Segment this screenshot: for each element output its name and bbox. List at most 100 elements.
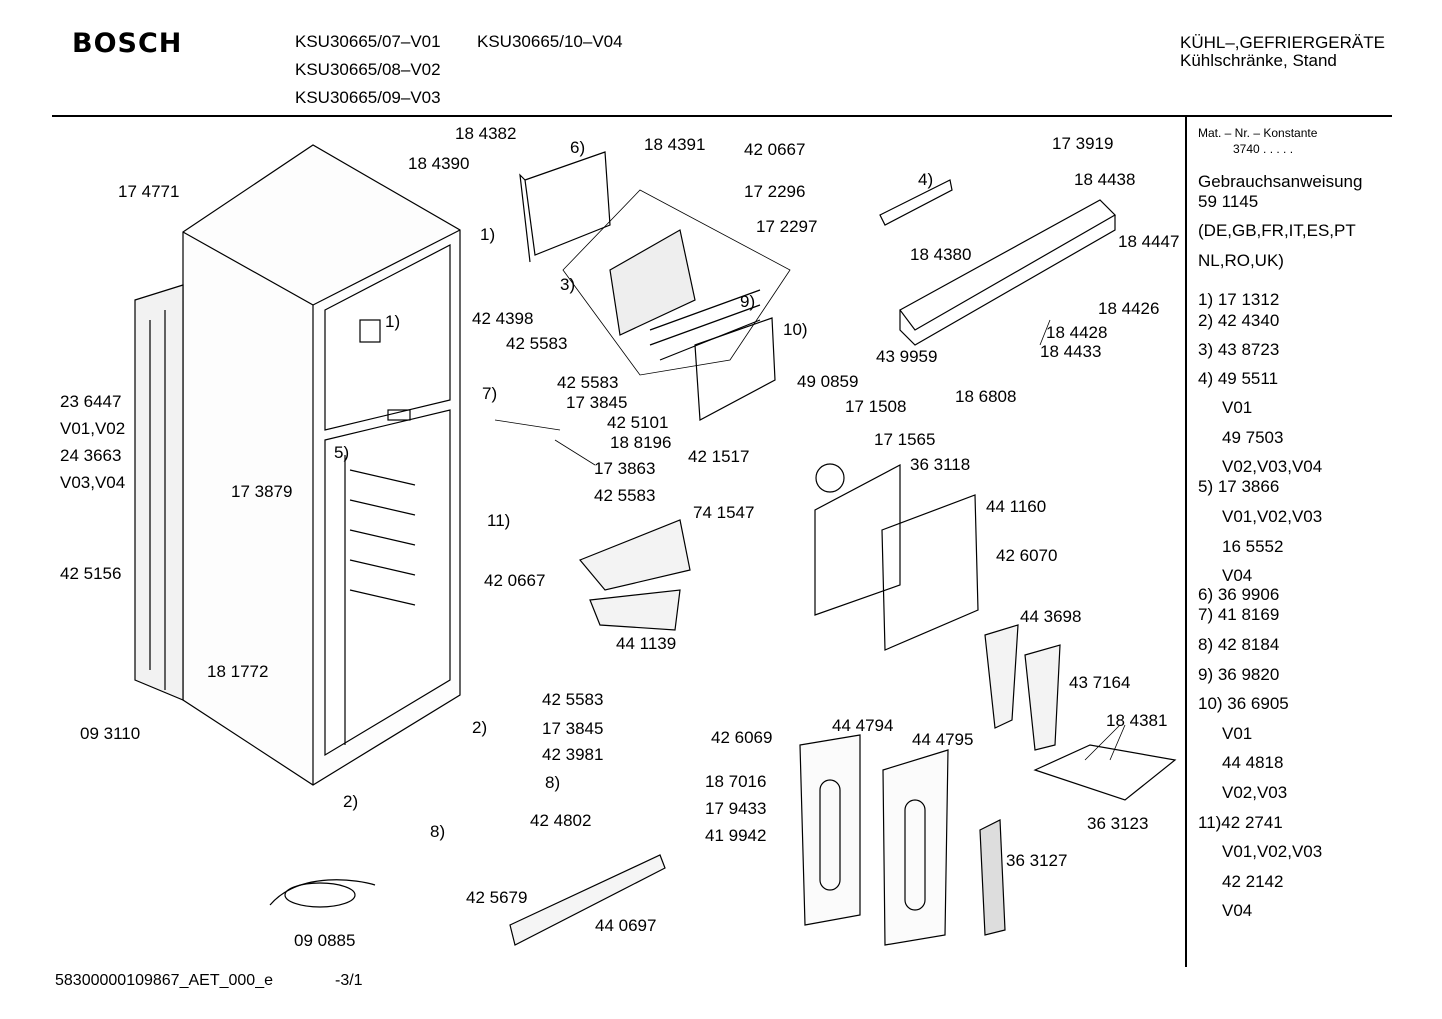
part-label: 42 4802	[530, 811, 592, 830]
sidebar-line: Gebrauchsanweisung	[1198, 172, 1363, 191]
crisper-support-drawing	[589, 589, 681, 631]
sidebar-line: 1) 17 1312	[1198, 290, 1280, 309]
sidebar-line: V04	[1222, 566, 1253, 585]
fan-cover-plate-drawing	[814, 464, 901, 616]
sidebar-line: 59 1145	[1198, 192, 1259, 211]
part-label: 2)	[472, 718, 488, 737]
part-label: 42 1517	[688, 447, 750, 466]
sidebar-line: V02,V03,V04	[1222, 457, 1323, 476]
door-bin-drawing	[984, 624, 1019, 729]
part-label: 17 9433	[705, 799, 767, 818]
part-label: 42 4398	[472, 309, 534, 328]
sidebar-divider	[1185, 117, 1187, 967]
part-label: 11)	[487, 511, 511, 530]
sidebar-line: V01,V02,V03	[1222, 507, 1323, 526]
part-label: 4)	[918, 170, 934, 189]
part-label: 49 0859	[797, 372, 859, 391]
part-label: 42 3981	[542, 745, 604, 764]
part-label: 17 2296	[744, 182, 806, 201]
header-divider	[52, 115, 1392, 117]
sidebar-line: NL,RO,UK)	[1198, 251, 1284, 270]
part-label: 44 4794	[832, 716, 894, 735]
sidebar-line: V01,V02,V03	[1222, 842, 1323, 861]
page-number: -3/1	[335, 972, 363, 989]
sidebar-line: 7) 41 8169	[1198, 605, 1280, 624]
sidebar-line: 8) 42 8184	[1198, 635, 1280, 654]
part-label: 1)	[385, 312, 401, 331]
part-label: 18 4381	[1106, 711, 1168, 730]
part-label: 42 5679	[466, 888, 528, 907]
sidebar-line: 5) 17 3866	[1198, 477, 1280, 496]
part-label: 18 7016	[705, 772, 767, 791]
sidebar-line: (DE,GB,FR,IT,ES,PT	[1198, 221, 1356, 240]
sidebar-line: 6) 36 9906	[1198, 585, 1280, 604]
model-number: KSU30665/08–V02	[295, 60, 441, 79]
door-liner-drawing	[882, 749, 949, 946]
sidebar-line: 49 7503	[1222, 428, 1284, 447]
sidebar-line: 10) 36 6905	[1198, 694, 1289, 713]
part-label: 18 6808	[955, 387, 1017, 406]
part-label: 17 3845	[566, 393, 628, 412]
part-label: 74 1547	[693, 503, 755, 522]
part-label: V01,V02	[60, 419, 126, 438]
evaporator-frame-drawing	[519, 151, 611, 263]
sidebar-line: V01	[1222, 724, 1253, 743]
crisper-bracket-drawing	[579, 519, 691, 591]
sidebar-line: 9) 36 9820	[1198, 665, 1280, 684]
part-label: 42 5583	[506, 334, 568, 353]
part-label: 17 1508	[845, 397, 907, 416]
part-label: 36 3123	[1087, 814, 1149, 833]
part-label: 42 5583	[557, 373, 619, 392]
air-duct-plate-drawing	[881, 494, 979, 651]
door-bin-drawing	[1024, 644, 1061, 751]
part-label: 17 3845	[542, 719, 604, 738]
part-label: 24 3663	[60, 446, 122, 465]
part-label: 18 4438	[1074, 170, 1136, 189]
part-label: 44 4795	[912, 730, 974, 749]
model-number: KSU30665/07–V01	[295, 32, 441, 51]
part-label: V03,V04	[60, 473, 126, 492]
category-subtitle: Kühlschränke, Stand	[1180, 51, 1337, 70]
part-label: 8)	[545, 773, 561, 792]
part-label: 18 4447	[1118, 232, 1180, 251]
model-number: KSU30665/09–V03	[295, 88, 441, 107]
part-label: 44 1160	[986, 497, 1047, 516]
part-label: 42 0667	[744, 140, 806, 159]
part-label: 36 3118	[910, 455, 971, 474]
const-value: 3740 . . . . .	[1233, 142, 1294, 156]
part-label: 43 7164	[1069, 673, 1131, 692]
part-label: 44 1139	[616, 634, 677, 653]
part-label: 18 4433	[1040, 342, 1102, 361]
part-label: 3)	[560, 275, 576, 294]
part-label: 36 3127	[1006, 851, 1068, 870]
part-label: 44 3698	[1020, 607, 1082, 626]
part-label: 6)	[570, 138, 586, 157]
part-label: 9)	[740, 292, 756, 311]
part-label: 18 4428	[1046, 323, 1108, 342]
part-label: 42 6070	[996, 546, 1058, 565]
model-number: KSU30665/10–V04	[477, 32, 623, 51]
part-label: 10)	[783, 320, 808, 339]
part-label: 42 6069	[711, 728, 773, 747]
part-label: 18 4380	[910, 245, 972, 264]
part-label: 17 2297	[756, 217, 818, 236]
sidebar-line: 11)42 2741	[1198, 813, 1283, 832]
const-label: Mat. – Nr. – Konstante	[1198, 126, 1318, 140]
part-label: 17 3863	[594, 459, 656, 478]
part-label: 17 3879	[231, 482, 293, 501]
part-label: 18 4390	[408, 154, 470, 173]
sidebar-line: V01	[1222, 398, 1253, 417]
document-code: 58300000109867_AET_000_e	[55, 972, 273, 989]
sidebar-line: 44 4818	[1222, 753, 1284, 772]
part-label: 23 6447	[60, 392, 122, 411]
part-label: 18 8196	[610, 433, 672, 452]
drawer-plate-drawing	[1033, 744, 1177, 801]
brand-logo: BOSCH	[72, 28, 183, 59]
sidebar-line: 2) 42 4340	[1198, 311, 1280, 330]
sidebar-line: 42 2142	[1222, 872, 1284, 891]
sidebar-line: 4) 49 5511	[1198, 369, 1279, 388]
part-label: 42 5583	[542, 690, 604, 709]
part-label: 42 5156	[60, 564, 122, 583]
part-label: 8)	[430, 822, 446, 841]
part-label: 09 0885	[294, 931, 356, 950]
